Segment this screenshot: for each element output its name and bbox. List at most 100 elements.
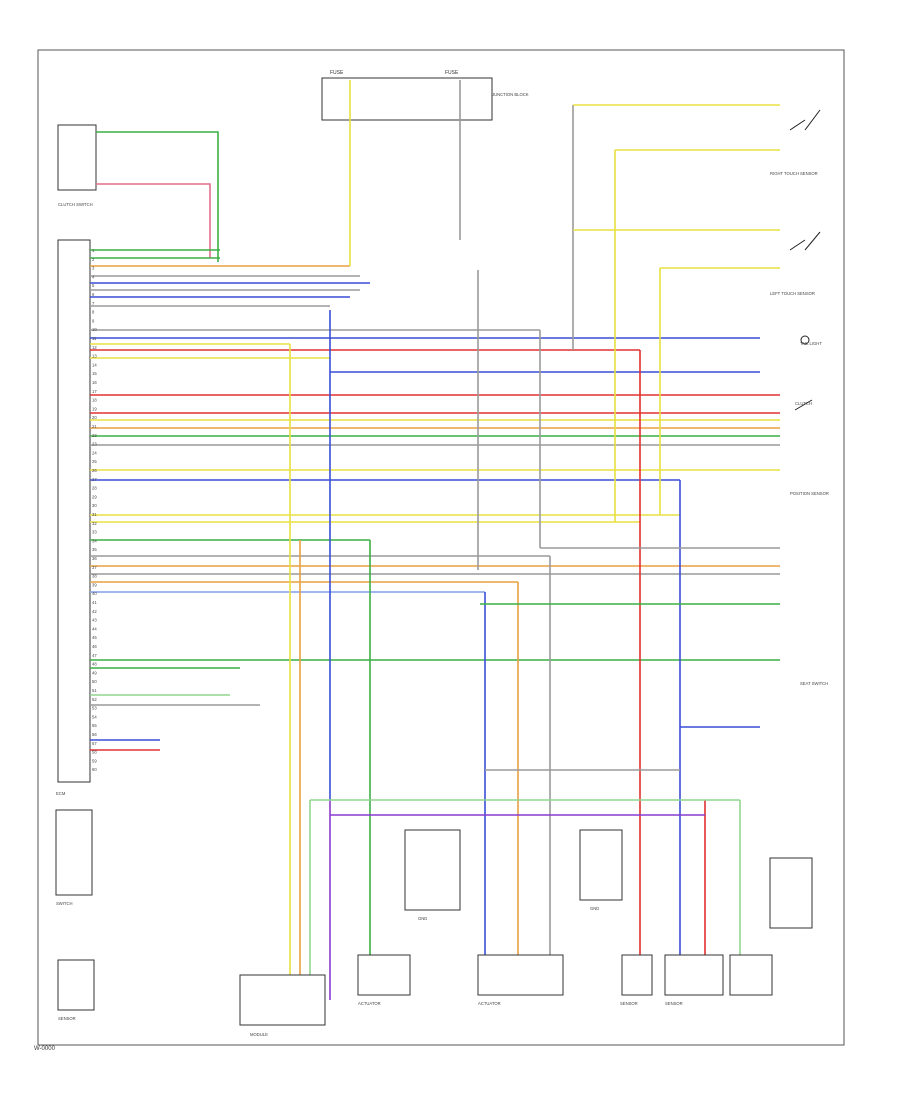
bottom-switch-left	[55, 809, 93, 896]
connector-pin-label: 14	[92, 362, 97, 367]
connector-pin-label: 23	[92, 442, 97, 447]
connector-pin-label: 58	[92, 750, 97, 755]
actuator-2-label: ACTUATOR	[478, 1001, 501, 1006]
connector-pin-label: 7	[92, 301, 95, 306]
actuator-1	[357, 954, 411, 996]
sensor-a	[57, 959, 95, 1011]
connector-pin-label: 25	[92, 459, 97, 464]
footer-code: W-0000	[34, 1046, 55, 1052]
right-components: RIGHT TOUCH SENSOR LEFT TOUCH SENSOR TAI…	[770, 171, 829, 686]
top-fuse-left-label: FUSE	[330, 70, 344, 76]
connector-pin-label: 18	[92, 398, 97, 403]
connector-pin-label: 52	[92, 697, 97, 702]
connector-pin-label: 56	[92, 732, 97, 737]
connector-pin-label: 28	[92, 486, 97, 491]
connector-pin-label: 47	[92, 653, 97, 658]
connector-pin-label: 6	[92, 292, 95, 297]
connector-pin-label: 3	[92, 266, 95, 271]
connector-pin-label: 20	[92, 415, 97, 420]
connector-pin-label: 24	[92, 450, 97, 455]
bottom-module	[239, 974, 326, 1026]
seat-switch-box	[729, 954, 773, 996]
ecm-connector: ECM	[56, 239, 91, 796]
horizontal-wires	[90, 249, 780, 751]
position-sensor-label: POSITION SENSOR	[790, 491, 829, 496]
connector-pin-label: 9	[92, 318, 95, 323]
top-fuse-right-label: FUSE	[445, 70, 459, 76]
connector-pin-label: 37	[92, 565, 97, 570]
connector-pin-label: 26	[92, 468, 97, 473]
connector-pin-label: 12	[92, 345, 97, 350]
connector-pin-label: 13	[92, 354, 97, 359]
actuator-2	[477, 954, 564, 996]
connector-pin-label: 50	[92, 679, 97, 684]
sensor-c	[664, 954, 724, 996]
tail-light-label: TAIL LIGHT	[800, 341, 822, 346]
position-sensor-box	[769, 857, 813, 929]
right-touch-sensor-label: RIGHT TOUCH SENSOR	[770, 171, 818, 176]
sensor-c-label: SENSOR	[665, 1001, 683, 1006]
actuator-1-label: ACTUATOR	[358, 1001, 381, 1006]
top-junction-label: JUNCTION BLOCK	[492, 92, 529, 97]
ground-2-label: GND	[590, 906, 599, 911]
connector-pin-label: 49	[92, 670, 97, 675]
connector-pin-label: 33	[92, 530, 97, 535]
ground-2	[579, 829, 623, 901]
connector-pin-label: 40	[92, 591, 97, 596]
connector-pin-label: 43	[92, 618, 97, 623]
connector-pin-label: 17	[92, 389, 97, 394]
connector-pin-label: 22	[92, 433, 97, 438]
connector-pin-label: 4	[92, 274, 95, 279]
connector-pin-label: 8	[92, 310, 95, 315]
connector-pin-label: 21	[92, 424, 97, 429]
connector-pin-label: 32	[92, 521, 97, 526]
connector-pin-label: 46	[92, 644, 97, 649]
bottom-components: SWITCH SENSOR MODULE ACTUATOR GND ACTUAT…	[55, 809, 813, 1037]
connector-pin-label: 51	[92, 688, 97, 693]
connector-pin-label: 15	[92, 371, 97, 376]
seat-switch-label: SEAT SWITCH	[800, 681, 828, 686]
connector-pin-label: 44	[92, 626, 97, 631]
bottom-switch-left-label: SWITCH	[56, 901, 73, 906]
cluster-switch-label: CLUTCH SWITCH	[58, 202, 93, 207]
ground-1	[404, 829, 461, 911]
connector-pin-label: 5	[92, 283, 95, 288]
connector-pin-label: 57	[92, 741, 97, 746]
connector-pin-label: 60	[92, 767, 97, 772]
connector-pin-label: 19	[92, 406, 97, 411]
right-switch-symbols	[789, 109, 821, 411]
sensor-b-label: SENSOR	[620, 1001, 638, 1006]
ground-1-label: GND	[418, 916, 427, 921]
connector-pin-label: 31	[92, 512, 97, 517]
connector-pin-label: 39	[92, 582, 97, 587]
vertical-wires	[289, 80, 741, 1000]
top-fuse-block: FUSE FUSE JUNCTION BLOCK	[321, 70, 529, 121]
connector-pin-label: 30	[92, 503, 97, 508]
bottom-module-label: MODULE	[250, 1032, 268, 1037]
connector-pin-label: 16	[92, 380, 97, 385]
connector-pin-label: 38	[92, 574, 97, 579]
connector-pin-label: 55	[92, 723, 97, 728]
connector-pin-label: 54	[92, 714, 97, 719]
cluster-switch: CLUTCH SWITCH	[57, 124, 219, 262]
right-feed-wires	[310, 104, 780, 816]
connector-pin-label: 27	[92, 477, 97, 482]
connector-pin-label: 1	[92, 248, 95, 253]
connector-pin-label: 45	[92, 635, 97, 640]
connector-pin-label: 41	[92, 600, 97, 605]
connector-pin-label: 10	[92, 327, 97, 332]
clutch-label: CLUTCH	[795, 401, 812, 406]
connector-pin-label: 42	[92, 609, 97, 614]
left-touch-sensor-label: LEFT TOUCH SENSOR	[770, 291, 815, 296]
connector-pin-label: 11	[92, 336, 97, 341]
connector-pin-label: 36	[92, 556, 97, 561]
connector-pin-label: 59	[92, 758, 97, 763]
connector-pin-label: 53	[92, 706, 97, 711]
connector-pin-label: 34	[92, 538, 97, 543]
sensor-b	[621, 954, 653, 996]
connector-pin-label: 2	[92, 257, 95, 262]
sensor-a-label: SENSOR	[58, 1016, 76, 1021]
connector-pin-label: 35	[92, 547, 97, 552]
ecm-label: ECM	[56, 791, 66, 796]
